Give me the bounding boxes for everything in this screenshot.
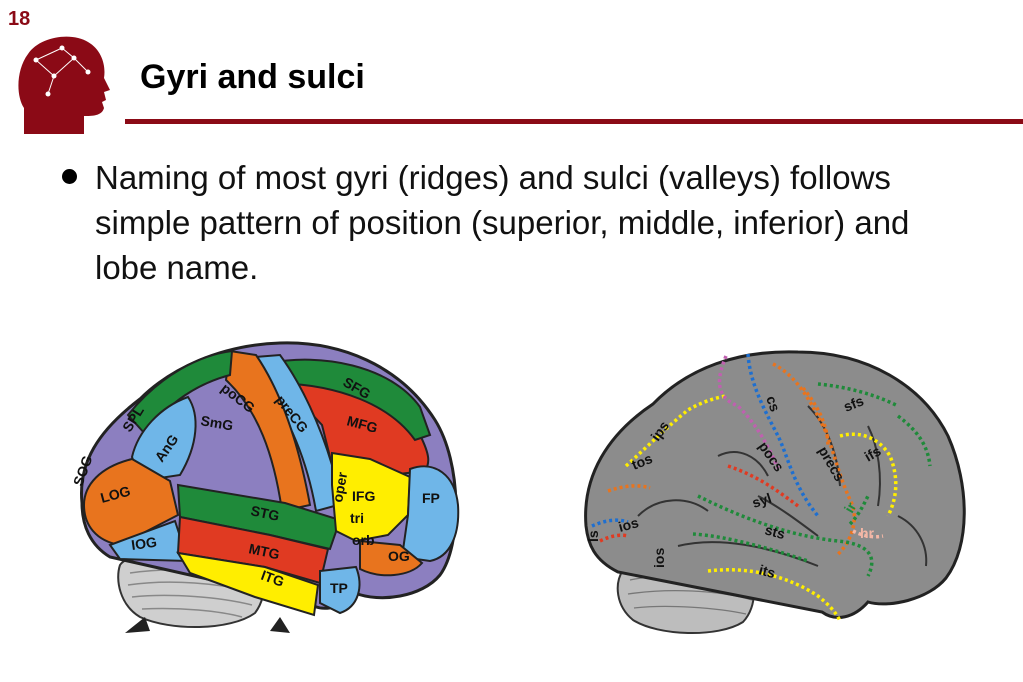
label-sts: sts — [763, 521, 787, 542]
slide-number: 18 — [8, 8, 31, 30]
head-logo-icon — [18, 36, 110, 135]
label-its: its — [757, 561, 777, 581]
slide-title: Gyri and sulci — [140, 58, 365, 96]
label-mfg: MFG — [345, 412, 379, 436]
label-iog: IOG — [130, 534, 158, 553]
label-syl: syl — [750, 490, 773, 511]
label-orb: orb — [352, 532, 375, 548]
label-hr: hr — [860, 525, 875, 541]
label-stg: STG — [249, 502, 281, 524]
title-divider — [125, 119, 1023, 124]
label-ios: ios — [617, 514, 641, 535]
sulci-brain-diagram: ips cs sfs tos pocs precs ifs syl ls ios… — [584, 350, 966, 635]
bullet-text: Naming of most gyri (ridges) and sulci (… — [95, 159, 910, 286]
label-itg: ITG — [259, 567, 287, 590]
label-oios: ios — [651, 548, 667, 568]
label-log: LOG — [99, 483, 133, 506]
label-mtg: MTG — [247, 540, 281, 562]
label-tp: TP — [330, 580, 348, 596]
label-cs: cs — [763, 394, 783, 414]
label-fp: FP — [422, 490, 440, 506]
bullet-item: Naming of most gyri (ridges) and sulci (… — [62, 155, 962, 290]
gyri-brain-diagram: SPL poCG preCG SFG MFG SmG AnG SOG LOG I… — [70, 341, 460, 633]
label-tri: tri — [350, 510, 364, 526]
label-tos: tos — [629, 450, 655, 473]
label-oper: oper — [329, 470, 350, 503]
label-og: OG — [388, 548, 410, 564]
label-ifg: IFG — [352, 488, 375, 504]
label-smg: SmG — [199, 412, 234, 433]
label-ifs: ifs — [862, 442, 884, 464]
label-sfs: sfs — [841, 392, 866, 414]
bullet-dot-icon — [62, 169, 77, 184]
label-ls: ls — [585, 530, 601, 542]
